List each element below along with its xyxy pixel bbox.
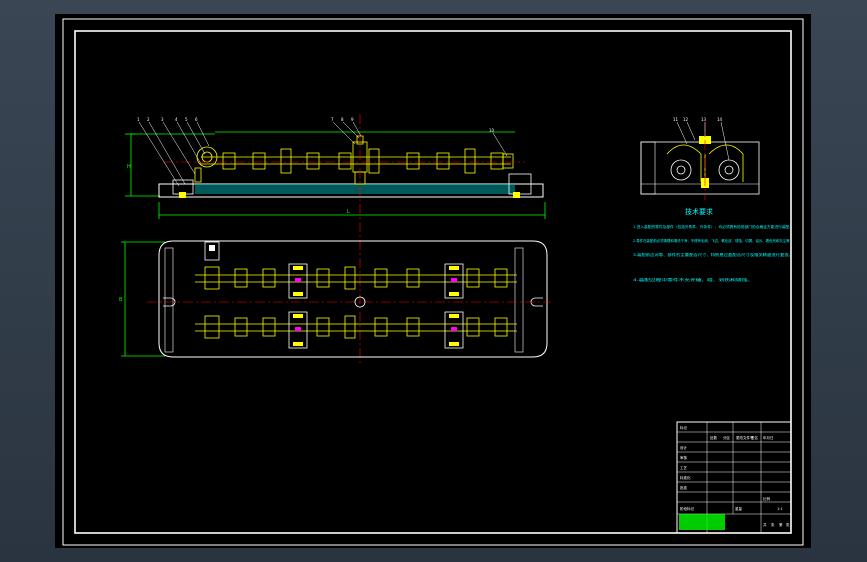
tb-header-4: 签名 — [751, 435, 758, 440]
base-foot-left — [172, 179, 194, 195]
balloon-13: 13 — [701, 117, 707, 122]
plan-clamp-blocks — [288, 263, 464, 349]
balloon-11: 11 — [673, 117, 679, 122]
side-left-block — [640, 141, 656, 195]
right-bolt — [513, 192, 520, 198]
plan-magenta-marks — [295, 278, 457, 331]
tb-sheet-2: 张 — [771, 522, 775, 527]
front-dimensions — [125, 131, 546, 219]
tech-notes-title: 技术要求 — [685, 207, 713, 216]
balloon-7: 7 — [331, 117, 334, 122]
tech-note-2: 2.零件在装配前必须清理和清洗干净，不得有毛刺、飞边、氧化皮、锈蚀、切屑、油污、… — [633, 238, 793, 243]
tb-row-1: 标记 — [680, 425, 688, 430]
tb-row-4: 工艺 — [680, 465, 688, 470]
tb-bottom-1: 阶段标记 — [680, 506, 694, 511]
camshaft-plan-lower — [195, 315, 517, 339]
front-length-dim-label: L — [347, 209, 350, 215]
base-plate-hatch — [195, 184, 515, 194]
balloon-10: 10 — [489, 128, 495, 133]
balloon-14: 14 — [717, 117, 723, 122]
side-body — [640, 141, 760, 195]
plan-inner-right — [514, 247, 524, 353]
tb-sheet-3: 第 — [779, 522, 783, 527]
balloon-3: 3 — [161, 117, 164, 122]
front-balloons-left: 1 2 3 4 5 6 — [137, 117, 198, 122]
balloon-5: 5 — [185, 117, 188, 122]
tech-note-4: 4.装配过程中零件不允许磕、碰、划伤和锈蚀。 — [633, 277, 753, 282]
tb-sheet-4: 张 — [786, 522, 790, 527]
tb-scale: 1:1 — [777, 507, 783, 511]
tb-row-3: 审核 — [680, 455, 688, 460]
tb-header-5: 年月日 — [763, 435, 774, 440]
balloon-9: 9 — [351, 117, 354, 122]
drawing-sheet[interactable]: H L — [55, 14, 811, 548]
side-circles — [670, 159, 740, 181]
balloon-2: 2 — [147, 117, 150, 122]
drawing-frame — [62, 18, 804, 546]
plan-dimensions — [121, 241, 165, 357]
front-balloons-mid: 7 8 9 10 — [331, 117, 495, 133]
tb-bottom-2: 重量 — [735, 506, 743, 511]
front-right-support — [502, 153, 514, 169]
balloon-6: 6 — [195, 117, 198, 122]
front-leaders — [138, 121, 508, 187]
plan-width-dim-label: B — [119, 297, 123, 303]
tech-note-1: 1.进入装配的零件及部件（包括外购件、外协件），均必须具有检验部门的合格证方能进… — [633, 224, 793, 229]
plan-label-plate-fill — [209, 245, 215, 251]
title-block-highlight — [679, 514, 725, 530]
cad-drawing-canvas[interactable]: H L — [55, 14, 811, 548]
side-balloons: 11 12 13 14 — [673, 117, 723, 122]
plan-label-plate — [204, 241, 220, 261]
tb-header-3: 更改文件号 — [736, 435, 754, 440]
balloon-1: 1 — [137, 117, 140, 122]
tb-row-2: 设计 — [680, 445, 688, 450]
title-block: 标记 设计 审核 工艺 标准化 批准 处数 分区 更改文件号 签名 年月日 阶段… — [676, 421, 792, 534]
balloon-8: 8 — [341, 117, 344, 122]
tb-header-1: 处数 — [710, 435, 718, 440]
tb-sheet-1: 共 — [763, 522, 767, 527]
tech-note-3: 3.装配前应对零、部件的主要配合尺寸，特别是过盈配合尺寸及相关精度进行复查。 — [633, 252, 793, 257]
front-clamp-left — [194, 146, 218, 183]
tb-header-2: 分区 — [723, 435, 731, 440]
plan-inner-left — [164, 247, 174, 353]
front-height-dim-label: H — [127, 164, 131, 170]
left-bolt — [179, 192, 186, 198]
camshaft-front — [201, 148, 511, 174]
plan-base-outline — [158, 240, 548, 358]
front-view[interactable]: H L — [125, 114, 546, 364]
balloon-4: 4 — [175, 117, 178, 122]
tb-row-5: 标准化 — [680, 475, 691, 480]
tb-bottom-3: 比例 — [763, 496, 771, 501]
tb-row-6: 批准 — [680, 485, 688, 490]
side-leaders — [676, 121, 730, 161]
side-view[interactable]: 11 12 13 14 — [640, 117, 760, 200]
balloon-12: 12 — [683, 117, 689, 122]
tech-notes: 技术要求 1.进入装配的零件及部件（包括外购件、外协件），均必须具有检验部门的合… — [633, 207, 793, 282]
plan-clamp-fasteners — [293, 266, 459, 346]
plan-view[interactable]: B — [119, 240, 551, 358]
camshaft-plan-upper — [195, 266, 517, 290]
